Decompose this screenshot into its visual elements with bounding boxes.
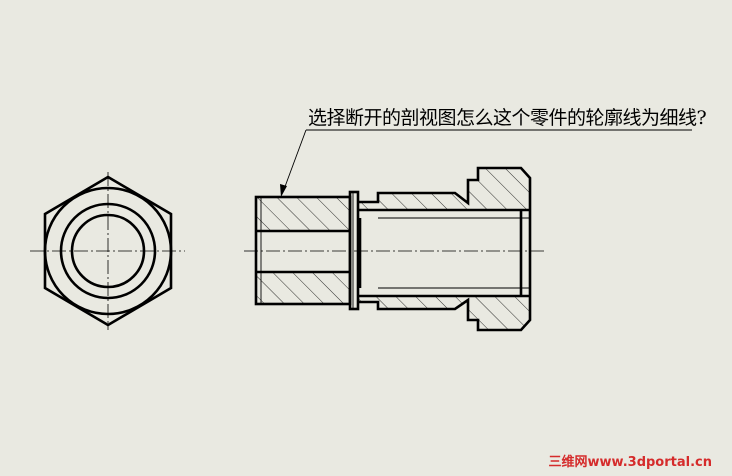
section-view <box>244 166 545 332</box>
collar-outline <box>348 190 360 311</box>
hexagon-outline <box>43 175 173 327</box>
note-leader <box>280 129 692 197</box>
right-top-hatch <box>358 168 530 210</box>
left-top-hatch <box>256 197 350 231</box>
right-bottom-hatch <box>358 296 530 330</box>
right-body-outline <box>358 166 532 332</box>
leader-arrowhead <box>280 184 287 197</box>
left-bottom-hatch <box>256 272 350 304</box>
end-view-hexagon <box>30 172 185 330</box>
annotation-note: 选择断开的剖视图怎么这个零件的轮廓线为细线? <box>308 107 707 129</box>
watermark: 三维网www.3dportal.cn <box>548 455 712 470</box>
leader-line <box>282 129 307 193</box>
